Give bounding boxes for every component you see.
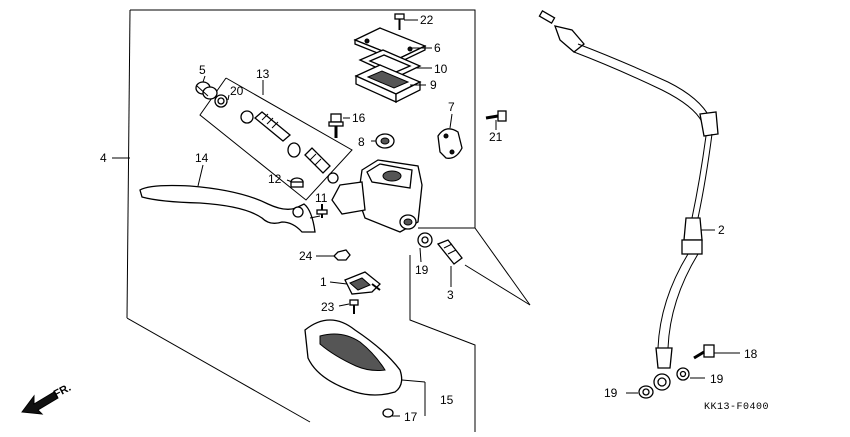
banjo-bolt-3: [436, 239, 463, 265]
diaphragm-9: [354, 64, 422, 104]
callout-24: 24: [299, 249, 313, 263]
callout-7: 7: [448, 100, 455, 114]
callout-4: 4: [100, 151, 107, 165]
screw-23: [349, 299, 359, 314]
washer-19-lower: [638, 385, 654, 399]
callout-22: 22: [420, 13, 434, 27]
washer-19-upper: [417, 232, 433, 248]
callout-6: 6: [434, 41, 441, 55]
callout-20: 20: [230, 84, 244, 98]
grommet-17: [382, 408, 394, 418]
callout-9: 9: [430, 78, 437, 92]
cap-screw-22: [394, 13, 405, 30]
handguard-15: [304, 319, 403, 396]
callout-23: 23: [321, 300, 335, 314]
bolt-21: [485, 110, 507, 122]
callout-5: 5: [199, 63, 206, 77]
switch-1: [344, 271, 381, 295]
callout-16: 16: [352, 111, 366, 125]
leader-lines: [112, 19, 740, 417]
front-direction-arrow: FR.: [21, 382, 73, 415]
callout-3: 3: [447, 288, 454, 302]
callout-12: 12: [268, 172, 282, 186]
brake-hose-2: [538, 10, 719, 391]
callout-18: 18: [744, 347, 758, 361]
inner-bracket-13: [199, 77, 353, 201]
callout-10: 10: [434, 62, 448, 76]
catalog-code: KK13-F0400: [704, 402, 769, 413]
circlip-20: [214, 94, 228, 108]
holder-7: [437, 128, 463, 159]
callout-11: 11: [315, 191, 328, 205]
callout-21: 21: [489, 130, 503, 144]
seal-8: [375, 133, 395, 149]
pivot-nut-12: [290, 177, 304, 188]
bolt-18: [693, 344, 715, 360]
callout-19-mid: 19: [710, 372, 724, 386]
assembly-bracket-4: [130, 9, 476, 229]
callout-2: 2: [718, 223, 725, 237]
boot-5: [195, 81, 218, 100]
callout-19-upper: 19: [415, 263, 429, 277]
callout-13: 13: [256, 67, 270, 81]
callout-19-lower: 19: [604, 386, 618, 400]
pivot-bolt-11: [316, 204, 328, 218]
front-direction-label: FR.: [52, 382, 73, 401]
callout-17: 17: [404, 410, 418, 424]
washer-19-mid: [676, 367, 690, 381]
piston-set-13: [240, 110, 339, 184]
callout-8: 8: [358, 135, 365, 149]
callout-15: 15: [440, 393, 454, 407]
bolt-16: [328, 113, 344, 138]
callout-14: 14: [195, 151, 209, 165]
callout-1: 1: [320, 275, 327, 289]
brake-lever-14: [139, 184, 321, 233]
master-cylinder-body: [331, 159, 423, 233]
nut-24: [333, 249, 351, 261]
